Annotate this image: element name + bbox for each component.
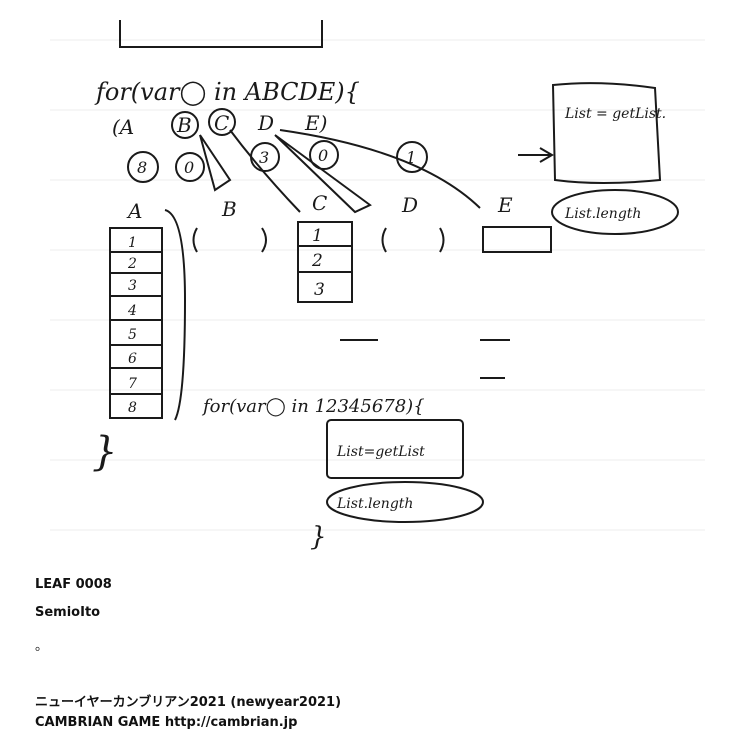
box-text: List=getList (336, 444, 425, 460)
circled-number: 0 (184, 158, 194, 177)
ellipse-text: List.length (564, 206, 641, 222)
column-label: A (126, 199, 142, 223)
letter: (A (112, 115, 134, 139)
circled-number: 1 (406, 148, 416, 167)
caption: 。 (35, 639, 49, 654)
letter: B (176, 113, 192, 137)
cell: 2 (127, 256, 137, 272)
letter: E) (304, 111, 327, 135)
column-label: B (221, 197, 237, 221)
column-label: E (497, 193, 513, 217)
box-text: List = getList. (564, 106, 666, 122)
cell: 6 (128, 351, 137, 367)
cell: 2 (311, 251, 323, 271)
closing-brace: } (310, 522, 327, 552)
for-loop-line-1: for(var◯ in ABCDE){ (94, 78, 360, 106)
circled-number: 8 (137, 158, 147, 177)
author: SemioIto (35, 605, 101, 620)
circled-number: 3 (259, 148, 269, 167)
cell: 4 (127, 303, 137, 319)
site-credit: CAMBRIAN GAME http://cambrian.jp (35, 715, 298, 730)
cell: 3 (314, 280, 325, 300)
circled-number: 0 (318, 146, 328, 165)
cell: 1 (312, 226, 323, 246)
cell: 8 (128, 400, 137, 416)
letter: C (214, 111, 229, 135)
ellipse-text: List.length (336, 496, 413, 512)
letter: D (257, 111, 274, 135)
cell: 7 (128, 376, 137, 392)
leaf-id: LEAF 0008 (35, 577, 112, 592)
closing-brace: } (92, 429, 117, 475)
column-label: D (401, 193, 418, 217)
cell: 5 (128, 327, 137, 343)
event-title: ニューイヤーカンブリアン2021 (newyear2021) (35, 695, 342, 710)
cell: 1 (128, 235, 137, 251)
handwritten-sketch: for(var◯ in ABCDE){ (A B C D E) 8 0 3 0 … (50, 20, 705, 552)
for-loop-line-2: for(var◯ in 12345678){ (201, 396, 425, 417)
cell: 3 (128, 278, 137, 294)
column-label: C (312, 191, 327, 215)
